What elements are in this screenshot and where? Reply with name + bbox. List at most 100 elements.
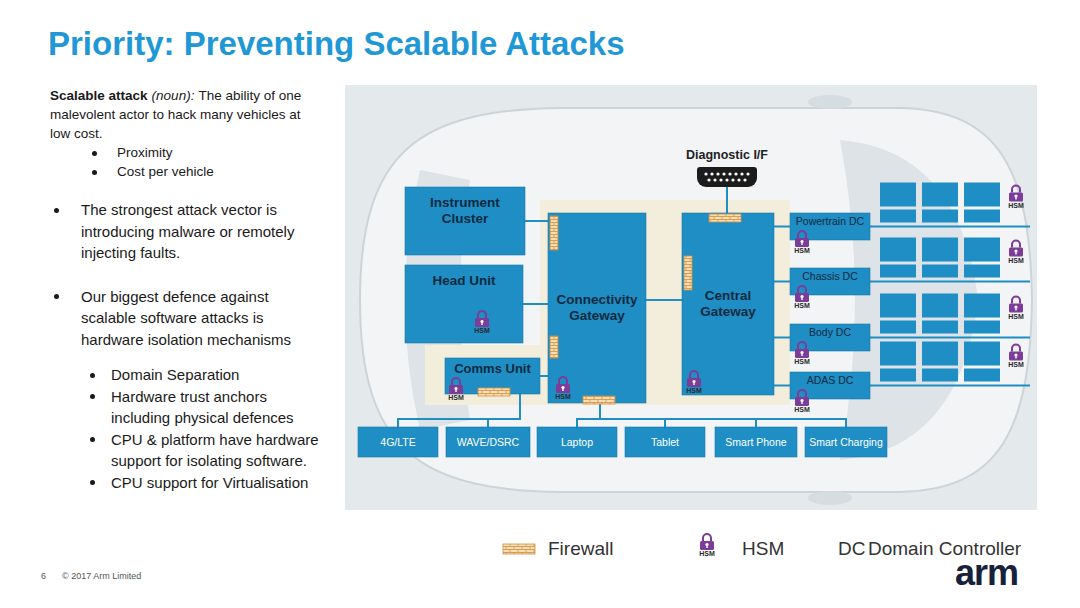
- bus-line: [577, 403, 600, 427]
- definition: Scalable attack(noun):The ability of one…: [50, 86, 322, 143]
- connector-pin: [716, 172, 719, 175]
- bullet-text: Proximity: [117, 143, 322, 162]
- legend-text: Domain Controller: [868, 537, 1021, 561]
- lock-body: [795, 349, 809, 358]
- legend-sample-text: DC: [838, 537, 865, 561]
- node-text: Smart Phone: [725, 436, 786, 449]
- node-text: Diagnostic I/F: [686, 148, 768, 163]
- keyhole: [1015, 197, 1016, 200]
- node-text: Chassis DC: [802, 270, 857, 283]
- hsm-icon: [449, 378, 463, 394]
- hsm-icon: [556, 377, 570, 393]
- ecu-box: [922, 342, 958, 366]
- hsm-tag: HSM: [444, 394, 468, 402]
- legend-text: Firewall: [548, 537, 613, 561]
- lock-shackle: [478, 311, 486, 318]
- lock-body: [449, 385, 463, 394]
- external-device: Smart Phone: [715, 427, 797, 457]
- bus-line: [646, 299, 682, 301]
- hsm-icon: [795, 390, 809, 406]
- hsm-icon: [475, 311, 489, 327]
- ecu-box: [922, 183, 958, 207]
- ecu-group: [868, 183, 1030, 386]
- connector-pin: [737, 178, 740, 181]
- ecu-wire: [868, 337, 1030, 339]
- node-text: ADAS DC: [807, 374, 854, 387]
- bullet-text: Domain Separation: [111, 364, 322, 386]
- node-text: Connectivity Gateway: [553, 292, 641, 324]
- ecu-box: [964, 210, 1000, 223]
- connector-pin: [725, 178, 728, 181]
- bus-line: [525, 220, 548, 222]
- bullet-item: Cost per vehicle: [50, 162, 322, 181]
- ecu-box: [880, 183, 916, 207]
- slide-title: Priority: Preventing Scalable Attacks: [48, 24, 625, 64]
- ecu-box: [964, 265, 1000, 278]
- lock-shackle: [1012, 186, 1020, 193]
- gateway-box: Connectivity Gateway: [548, 213, 646, 403]
- hsm-icon: [1009, 241, 1023, 257]
- label-slot: HSM: [790, 406, 814, 414]
- external-device: WAVE/DSRC: [446, 427, 530, 457]
- lock-shackle: [559, 377, 567, 384]
- bus-line: [600, 403, 665, 427]
- label-slot: HSM: [1004, 202, 1028, 210]
- label-slot: © 2017 Arm Limited: [62, 571, 141, 582]
- node-text: Powertrain DC: [796, 215, 864, 228]
- bullet-text: CPU & platform have hardware support for…: [111, 429, 322, 472]
- bullet-item: Hardware trust anchors including physica…: [50, 386, 322, 429]
- bus-line: [774, 226, 790, 228]
- connector-pins: [697, 167, 757, 187]
- hsm-tag: HSM: [1004, 361, 1028, 369]
- connector-pin: [719, 178, 722, 181]
- lock-body: [700, 541, 714, 550]
- connector-pin: [704, 172, 707, 175]
- bus-line: [398, 394, 520, 427]
- node-text: Laptop: [561, 436, 593, 449]
- hsm-tag: HSM: [1004, 202, 1028, 210]
- page-number: 6: [41, 571, 46, 582]
- hsm-tag: HSM: [1004, 257, 1028, 265]
- keyhole: [693, 382, 694, 385]
- connectors: [398, 187, 846, 427]
- domain-controller: Chassis DC: [790, 268, 870, 295]
- hsm-tag: HSM: [695, 550, 719, 558]
- node-text: 4G/LTE: [380, 436, 415, 449]
- bus-line: [774, 281, 790, 283]
- windshield: [840, 140, 978, 460]
- firewall-icon: [550, 336, 558, 358]
- keyhole: [455, 389, 456, 392]
- ecu-box: [880, 265, 916, 278]
- node-text: Head Unit: [432, 273, 495, 289]
- node-text: Comms Unit: [454, 361, 531, 376]
- car-body: [360, 108, 1032, 492]
- ecu-box: [964, 183, 1000, 207]
- bullet-item: CPU & platform have hardware support for…: [50, 429, 322, 472]
- external-device: 4G/LTE: [358, 427, 438, 457]
- bus-line: [488, 394, 520, 427]
- ecu-box: [880, 238, 916, 262]
- ecu-box: [964, 369, 1000, 382]
- lock-shackle: [1012, 297, 1020, 304]
- label-slot: HSM: [470, 327, 494, 335]
- hsm-icon: [795, 231, 809, 247]
- connector-pin: [710, 172, 713, 175]
- ecu-box: [964, 321, 1000, 334]
- ecu-box: [964, 294, 1000, 318]
- bus-line: [540, 375, 548, 377]
- connector-pin: [740, 172, 743, 175]
- legend-text: HSM: [742, 537, 784, 561]
- lock-shackle: [452, 378, 460, 385]
- hsm-icon: [1009, 345, 1023, 361]
- ecu-box: [880, 342, 916, 366]
- node-boxes: [358, 187, 887, 457]
- node-text: Tablet: [651, 436, 679, 449]
- ecu-box: [880, 321, 916, 334]
- node-shape: [446, 427, 530, 457]
- ecu-box: [964, 342, 1000, 366]
- node-shape: [682, 213, 774, 395]
- keyhole: [562, 388, 563, 391]
- lock-body: [475, 318, 489, 327]
- bullet-item: Proximity: [50, 143, 322, 162]
